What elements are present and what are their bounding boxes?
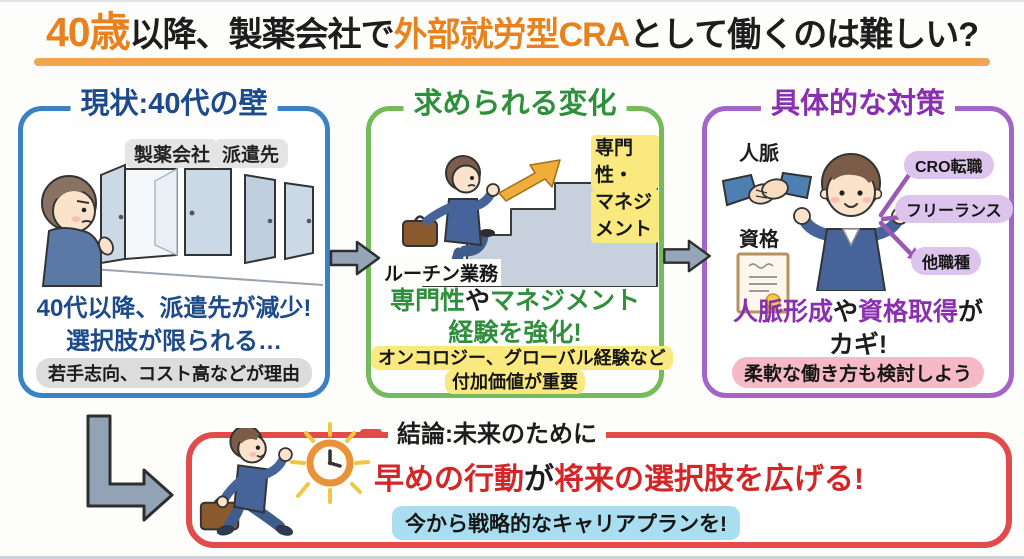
value-highlight-row1: オンコロジー、グローバル経験など <box>371 346 673 370</box>
flexible-work-note: 柔軟な働き方も検討しよう <box>731 357 984 388</box>
right-arrow-icon <box>329 240 381 276</box>
panel-current-status: 現状:40代の壁 <box>18 84 330 398</box>
panel-current-title: 現状:40代の壁 <box>70 84 278 125</box>
measures-message-line1: 人脈形成や資格取得が <box>732 298 984 326</box>
top-edge-line <box>0 0 1024 2</box>
conclusion-sub: 今から戦略的なキャリアプランを! <box>392 506 740 540</box>
license-label: 資格 <box>739 229 779 251</box>
down-right-arrow-icon <box>86 414 174 522</box>
value-highlight-row2: 付加価値が重要 <box>371 370 659 394</box>
door-label-pharma: 製薬会社 <box>125 139 220 168</box>
option-other-jobs: 他職種 <box>911 247 982 275</box>
measures-message-line2: カギ! <box>828 331 888 359</box>
title-segment-2: 以降、製薬会社で <box>129 16 395 54</box>
current-message-line1: 40代以降、派遣先が減少! <box>36 295 312 322</box>
certificate-icon <box>736 252 790 315</box>
main-title: 40歳以降、製薬会社で外部就労型CRAとして働くのは難しい? <box>0 8 1024 67</box>
closing-door-icon <box>244 173 276 265</box>
current-note-row: 若手志向、コスト高などが理由 <box>23 358 325 388</box>
title-highlight-cra: 外部就労型CRA <box>393 16 631 54</box>
value-highlight-line1: オンコロジー、グローバル経験など <box>371 346 673 370</box>
far-door-icon <box>284 181 314 261</box>
doors-and-worried-person-illustration <box>41 163 323 287</box>
conclusion-heading: 結論:未来のために <box>388 414 606 449</box>
clock-icon <box>290 422 370 504</box>
handshake-icon <box>721 171 813 207</box>
change-message-line1: 専門性やマネジメント <box>389 287 641 315</box>
goal-line2: マネジメント <box>591 189 659 243</box>
briefcase-icon <box>402 220 438 247</box>
panel-change-title: 求められる変化 <box>403 84 627 125</box>
option-cro: CRO転職 <box>904 151 994 179</box>
value-highlight-line2: 付加価値が重要 <box>445 370 585 394</box>
network-label: 人脈 <box>739 143 779 165</box>
conclusion-box: 結論:未来のために 早めの行動が将来の選択肢を広げる! 今から戦略的なキャリアプ… <box>186 414 1012 548</box>
right-arrow-icon <box>663 239 711 273</box>
panel-measures-title: 具体的な対策 <box>760 84 956 125</box>
panel-concrete-measures: 具体的な対策 人脈 資格 <box>702 84 1014 398</box>
routine-work-label: ルーチン業務 <box>381 259 502 286</box>
goal-label: 専門性・ マネジメント <box>591 135 659 243</box>
worried-person-illustration <box>41 175 114 287</box>
title-highlight-age: 40歳 <box>45 9 131 55</box>
goal-line1: 専門性・ <box>591 135 659 189</box>
conclusion-sub-row: 今から戦略的なキャリアプランを! <box>392 506 740 540</box>
reason-note: 若手志向、コスト高などが理由 <box>36 358 312 388</box>
bottom-edge-line <box>0 556 1024 559</box>
current-message-line2: 選択肢が限られる… <box>66 328 282 355</box>
change-message-line2: 経験を強化! <box>448 319 582 347</box>
conclusion-main: 早めの行動が将来の選択肢を広げる! <box>374 463 864 496</box>
growth-arrow-icon <box>498 159 561 202</box>
open-arms-person-illustration <box>793 153 909 291</box>
door-label-dispatch: 派遣先 <box>213 139 289 168</box>
conclusion-dash <box>360 429 382 436</box>
running-person-illustration <box>199 428 294 536</box>
flexible-work-row: 柔軟な働き方も検討しよう <box>707 357 1009 388</box>
main-title-text: 40歳以降、製薬会社で外部就労型CRAとして働くのは難しい? <box>0 8 1024 57</box>
title-underline <box>34 58 990 67</box>
option-freelance: フリーランス <box>895 195 1013 223</box>
panel-required-change: 求められる変化 専 <box>366 84 673 398</box>
title-segment-4: として働くのは難しい? <box>629 16 979 54</box>
